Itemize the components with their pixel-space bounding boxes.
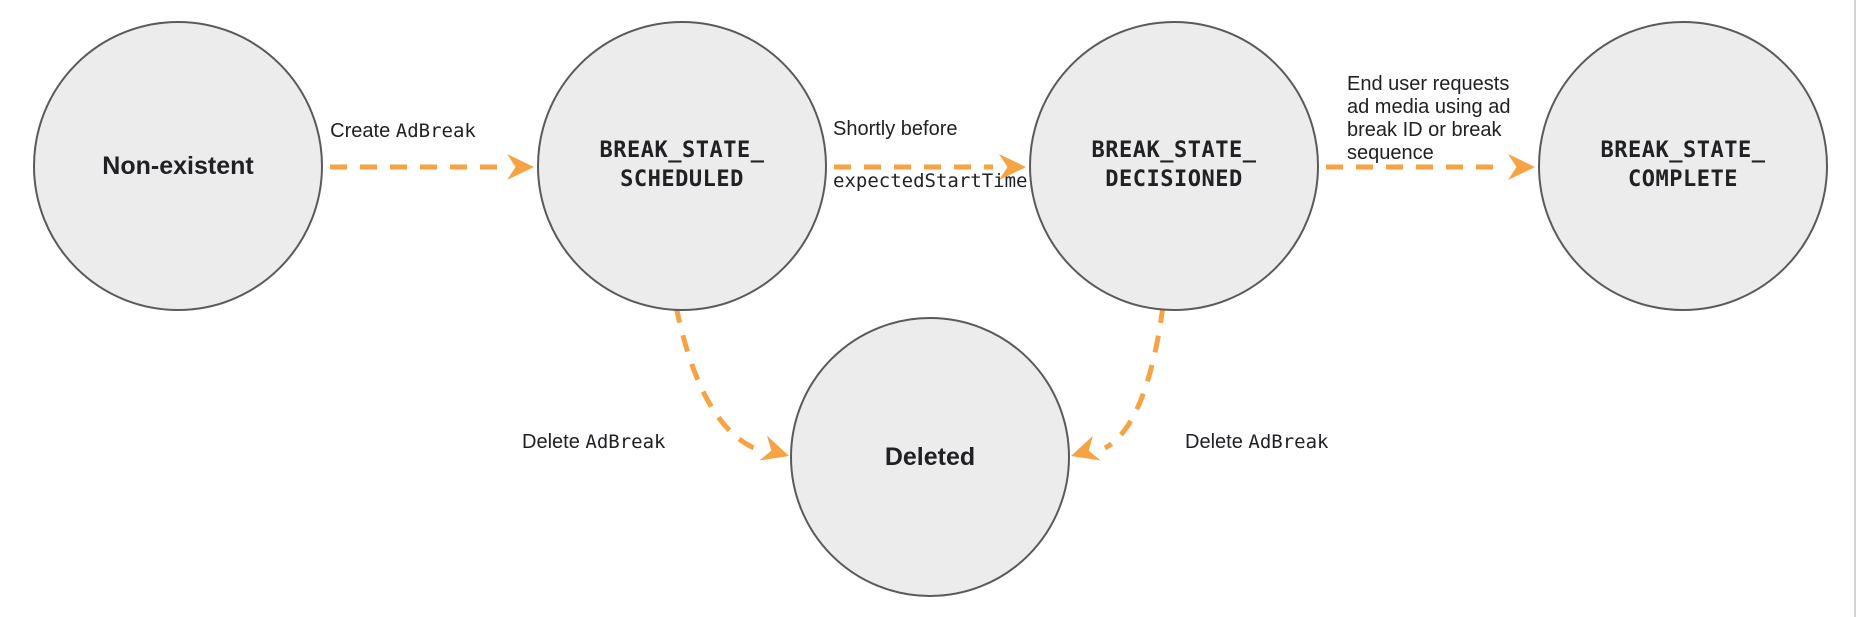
page-edge-divider	[1854, 0, 1856, 617]
state-label: Non-existent	[102, 151, 254, 180]
transition-label-create-adbreak: Create AdBreak	[318, 92, 488, 144]
state-label: Deleted	[884, 442, 976, 471]
state-node-deleted: Deleted	[790, 317, 1070, 597]
transition-label-text: Delete	[522, 431, 586, 453]
arrowhead-icon	[759, 435, 789, 461]
arrowhead-icon	[1071, 435, 1101, 461]
state-node-break-state-scheduled: BREAK_STATE_ SCHEDULED	[537, 21, 827, 311]
transition-arrow-delete-adbreak-left	[673, 305, 756, 451]
transition-label-text: Shortly before	[833, 118, 958, 140]
transition-label-code: AdBreak	[395, 120, 476, 142]
transition-label-shortly-before: Shortly before expectedStartTime	[833, 90, 1027, 220]
transition-label-code: expectedStartTime	[833, 170, 1028, 192]
transition-arrow-delete-adbreak-right	[1103, 305, 1166, 451]
transition-label-text: Create	[330, 120, 396, 142]
transition-label-text: End user requests ad media using ad brea…	[1347, 73, 1511, 164]
transition-label-code: AdBreak	[1248, 431, 1329, 453]
arrowhead-icon	[999, 154, 1026, 180]
arrowhead-icon	[1508, 154, 1535, 180]
transition-label-text: Delete	[1185, 431, 1249, 453]
state-node-non-existent: Non-existent	[33, 21, 323, 311]
arrowhead-icon	[507, 154, 534, 180]
state-node-break-state-complete: BREAK_STATE_ COMPLETE	[1538, 21, 1828, 311]
state-label: BREAK_STATE_ DECISIONED	[1091, 138, 1257, 192]
state-label: BREAK_STATE_ SCHEDULED	[599, 138, 765, 192]
transition-label-code: AdBreak	[585, 431, 666, 453]
transition-label-delete-adbreak-right: Delete AdBreak	[1185, 403, 1328, 455]
state-label: BREAK_STATE_ COMPLETE	[1600, 138, 1766, 192]
transition-label-end-user-request: End user requests ad media using ad brea…	[1347, 50, 1510, 165]
transition-label-delete-adbreak-left: Delete AdBreak	[522, 403, 665, 455]
state-node-break-state-decisioned: BREAK_STATE_ DECISIONED	[1029, 21, 1319, 311]
